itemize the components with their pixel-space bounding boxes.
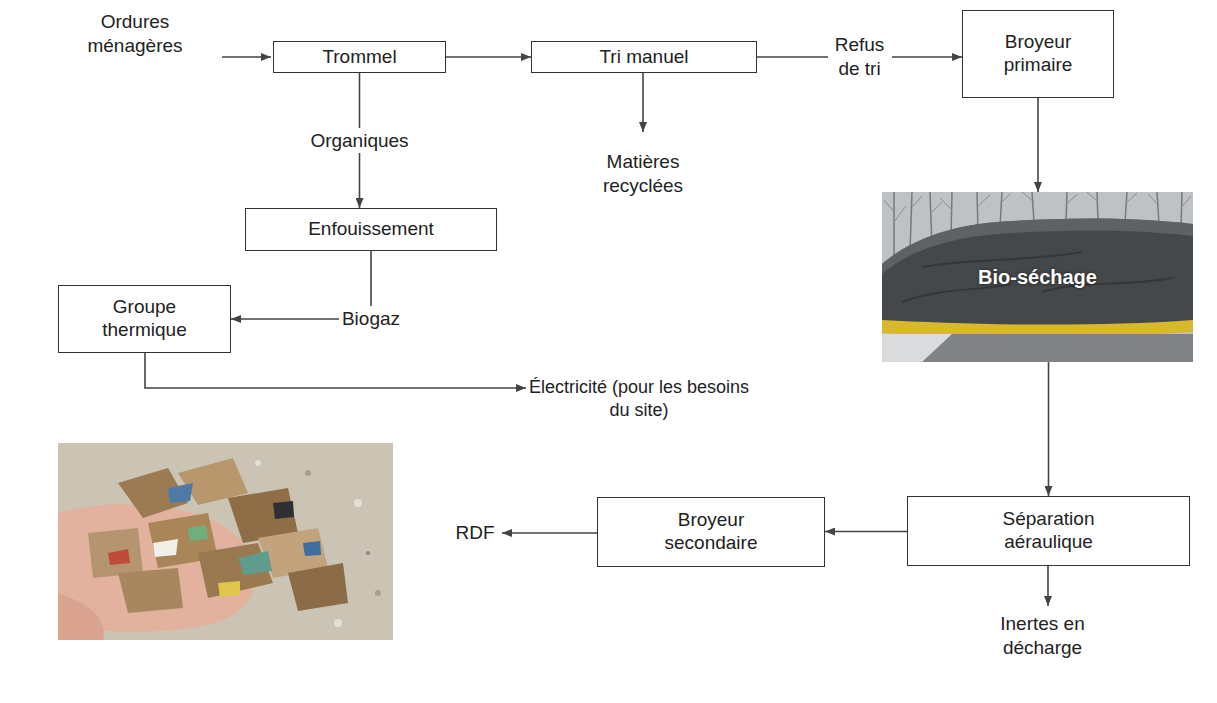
bio-drying-photo-part — [884, 192, 1191, 222]
node-text: Bio-séchage — [978, 265, 1097, 289]
free-arrows-part — [145, 353, 526, 388]
rdf-photo-part — [375, 590, 381, 596]
flow-arrow — [1037, 98, 1039, 192]
bio-drying-photo-part — [882, 334, 1193, 362]
node-text: Tri manuel — [599, 46, 688, 69]
process-box: Broyeur secondaire — [597, 497, 825, 567]
edge-label: Organiques — [307, 128, 411, 154]
rdf-photo-part — [303, 541, 321, 556]
free-arrows-part — [1047, 566, 1049, 606]
rdf-photo-part — [168, 483, 193, 503]
flow-arrow — [1048, 362, 1050, 496]
rdf-photo-part — [218, 581, 240, 597]
bio-drying-photo-part — [882, 192, 1193, 362]
flow-label: Inertes en décharge — [985, 612, 1100, 660]
flow-label: Matières recyclées — [583, 150, 703, 198]
rdf-photo-part — [238, 551, 272, 575]
rdf-photo-part — [273, 501, 294, 519]
rdf-photo-part — [58, 593, 104, 640]
rdf-photo-part — [354, 499, 362, 507]
rdf-photo-part — [305, 470, 311, 476]
flow-label: Ordures ménagères — [75, 10, 195, 58]
flow-label: RDF — [452, 521, 498, 545]
bio-drying-photo-part — [902, 252, 1172, 302]
process-box: Broyeur primaire — [962, 10, 1114, 98]
rdf-photo-part — [58, 443, 393, 640]
node-text: Broyeur primaire — [983, 31, 1093, 77]
edge-label: Refus de tri — [828, 32, 892, 82]
photo-box: Bio-séchage — [882, 192, 1193, 362]
edge-group — [231, 57, 1049, 532]
bio-drying-photo-part — [882, 219, 1193, 329]
edge-label: Biogaz — [339, 306, 403, 332]
node-text: Séparation aéraulique — [989, 508, 1109, 554]
node-text: Enfouissement — [308, 218, 434, 241]
node-text: Trommel — [322, 46, 396, 69]
rdf-photo-part — [108, 549, 130, 565]
rdf-photo-part — [88, 528, 143, 578]
flow-label: Électricité (pour les besoins du site) — [528, 376, 750, 421]
rdf-photo-part — [188, 525, 208, 541]
rdf-photo-part — [118, 568, 183, 613]
process-box: Tri manuel — [531, 41, 757, 73]
free-arrows-part — [222, 56, 271, 58]
rdf-photo-part — [153, 539, 178, 557]
process-box: Enfouissement — [245, 208, 497, 251]
rdf-photo-part — [288, 563, 348, 611]
bio-drying-photo — [882, 192, 1193, 362]
bio-drying-photo-part — [882, 334, 952, 362]
process-box: Séparation aéraulique — [907, 496, 1190, 566]
node-text: Broyeur secondaire — [651, 509, 771, 555]
free-arrows-part — [642, 73, 644, 132]
rdf-photo-part — [366, 551, 370, 555]
rdf-photo — [58, 443, 393, 640]
rdf-photo-part — [198, 543, 273, 598]
free-arrows-part — [502, 532, 597, 534]
rdf-photo-part — [255, 460, 261, 466]
process-box: Trommel — [273, 41, 446, 73]
process-box: Groupe thermique — [58, 285, 231, 353]
flow-arrow — [825, 531, 907, 533]
rdf-photo-part — [334, 619, 342, 627]
node-text: Groupe thermique — [85, 296, 205, 342]
flow-arrow — [446, 56, 531, 58]
